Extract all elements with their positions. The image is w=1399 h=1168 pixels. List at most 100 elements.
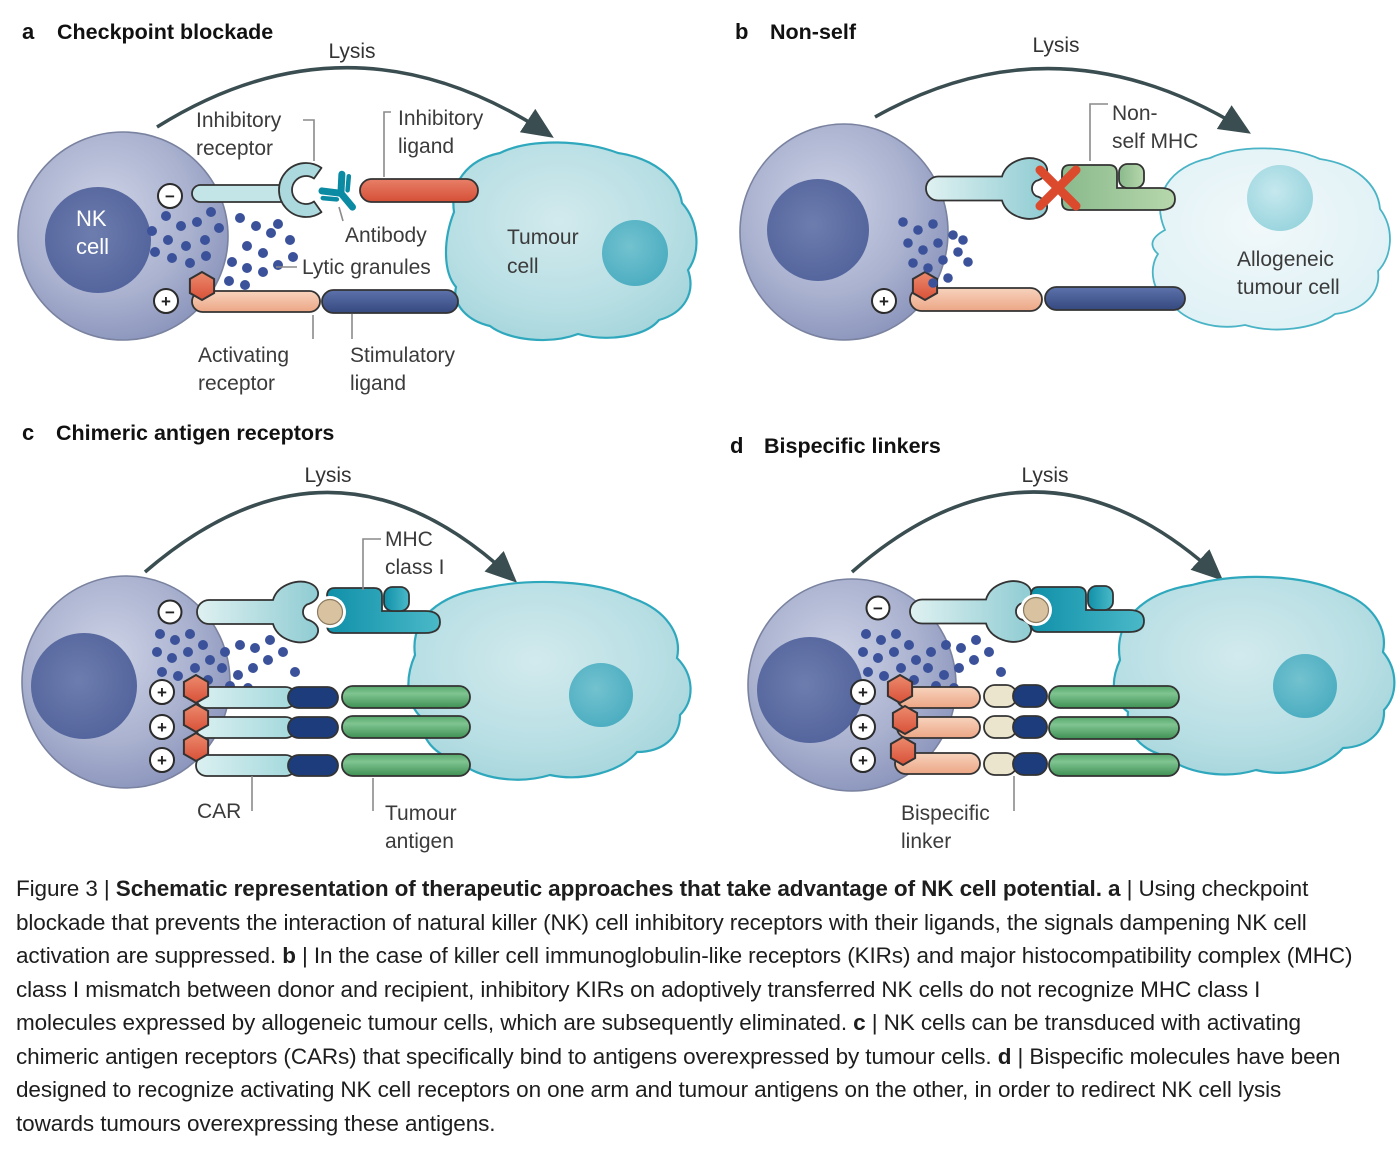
svg-text:ligand: ligand bbox=[398, 135, 454, 158]
activation-hexagon bbox=[889, 736, 917, 766]
stimulatory-ligand bbox=[1044, 286, 1186, 311]
non-self-mhc-label: Non- bbox=[1112, 102, 1158, 125]
activation-hexagon bbox=[188, 271, 216, 301]
leader-antibody bbox=[338, 206, 344, 222]
stimulatory-ligand bbox=[321, 289, 459, 314]
svg-text:cell: cell bbox=[76, 234, 109, 259]
panel-c-chimeric-antigen-receptors: + + + − MHC class I CAR Tumour antigen L… bbox=[21, 420, 692, 853]
panel-letter: a bbox=[22, 19, 35, 44]
lysis-label: Lysis bbox=[1021, 464, 1068, 487]
panel-a-checkpoint-blockade: NK cell − + Inhibitory receptor Inhibito… bbox=[17, 19, 698, 395]
tumour-cell bbox=[444, 141, 698, 342]
car-receptor bbox=[195, 716, 297, 739]
plus-badge bbox=[149, 714, 175, 740]
nk-cell bbox=[21, 575, 231, 789]
svg-text:+: + bbox=[157, 683, 167, 702]
svg-text:+: + bbox=[161, 292, 171, 311]
tumour-antigen bbox=[341, 715, 471, 739]
svg-text:linker: linker bbox=[901, 830, 951, 853]
svg-text:−: − bbox=[165, 187, 175, 206]
tumour-nucleus bbox=[1247, 165, 1313, 231]
svg-text:+: + bbox=[157, 718, 167, 737]
lysis-arrow bbox=[143, 490, 518, 583]
antibody-icon bbox=[318, 170, 356, 211]
lytic-granules bbox=[858, 629, 1006, 693]
tumour-nucleus bbox=[602, 220, 668, 286]
bispecific-row: + bbox=[850, 674, 1180, 709]
svg-text:ligand: ligand bbox=[350, 372, 406, 395]
svg-text:+: + bbox=[858, 751, 868, 770]
plus-badge bbox=[850, 714, 876, 740]
activating-receptor-label: Activating bbox=[198, 344, 289, 367]
svg-text:−: − bbox=[873, 599, 883, 618]
lytic-granules bbox=[152, 629, 300, 693]
panel-letter: c bbox=[22, 420, 34, 445]
panel-title: Bispecific linkers bbox=[764, 434, 941, 458]
plus-badge bbox=[149, 747, 175, 773]
nk-cell bbox=[739, 123, 949, 341]
peptide-circle bbox=[1020, 594, 1052, 626]
svg-text:+: + bbox=[157, 751, 167, 770]
panel-title: Checkpoint blockade bbox=[57, 20, 273, 44]
leader-inhibitory-ligand bbox=[383, 111, 391, 177]
plus-badge bbox=[149, 679, 175, 705]
blocked-interaction-x-icon bbox=[1035, 165, 1081, 211]
leader-non-self-mhc bbox=[1089, 103, 1108, 161]
mhc-class-i-label: MHC bbox=[385, 528, 433, 551]
bispecific-linker-cream bbox=[983, 752, 1018, 776]
antibody-label: Antibody bbox=[345, 224, 427, 247]
svg-text:tumour cell: tumour cell bbox=[1237, 276, 1340, 299]
svg-text:receptor: receptor bbox=[196, 137, 273, 160]
lysis-label: Lysis bbox=[304, 464, 351, 487]
panel-title: Chimeric antigen receptors bbox=[56, 421, 334, 445]
inhibitory-receptor-label: Inhibitory bbox=[196, 109, 282, 132]
tumour-antigen-label: Tumour bbox=[385, 802, 457, 825]
lytic-granules-label: Lytic granules bbox=[302, 256, 431, 279]
tumour-antigen bbox=[341, 753, 471, 777]
lysis-label: Lysis bbox=[328, 40, 375, 63]
panel-title: Non-self bbox=[770, 20, 857, 44]
car-receptor bbox=[195, 754, 297, 777]
lysis-arrow bbox=[874, 66, 1251, 134]
peptide-circle bbox=[314, 596, 346, 628]
car-receptor bbox=[195, 686, 297, 709]
receptor-crescent bbox=[278, 162, 323, 218]
bispecific-linker-cream bbox=[983, 684, 1018, 708]
lysis-arrow bbox=[850, 490, 1224, 581]
activation-hexagon bbox=[886, 674, 914, 704]
panel-letter: b bbox=[735, 19, 748, 44]
bispecific-linker-label: Bispecific bbox=[901, 802, 990, 825]
tumour-nucleus bbox=[1273, 654, 1337, 718]
svg-text:+: + bbox=[858, 683, 868, 702]
svg-text:antigen: antigen bbox=[385, 830, 454, 853]
tumour-cell-label: Tumour bbox=[507, 226, 579, 249]
car-row: + bbox=[149, 674, 471, 709]
plus-badge: + bbox=[871, 288, 897, 314]
tumour-nucleus bbox=[569, 663, 633, 727]
svg-text:cell: cell bbox=[507, 255, 539, 278]
activating-receptor bbox=[894, 752, 981, 775]
lysis-arrow bbox=[156, 65, 554, 138]
lytic-granules bbox=[147, 207, 298, 290]
nk-cell-label: NK bbox=[76, 206, 107, 231]
inhibitory-receptor bbox=[191, 162, 323, 218]
inhibitory-ligand-label: Inhibitory bbox=[398, 107, 484, 130]
activating-receptor bbox=[191, 290, 321, 313]
activation-hexagon bbox=[891, 705, 919, 735]
tumour-antigen bbox=[341, 685, 471, 709]
svg-text:+: + bbox=[879, 292, 889, 311]
car-binding-domain bbox=[287, 716, 339, 739]
leader-inhibitory-receptor bbox=[303, 119, 315, 161]
bispecific-linker-navy bbox=[1012, 752, 1048, 776]
plus-badge: + bbox=[153, 288, 179, 314]
inhibitory-ligand bbox=[359, 178, 479, 203]
panel-d-bispecific-linkers: + + + − Bispecific linker Lysis d Bispec… bbox=[730, 433, 1396, 853]
svg-text:class I: class I bbox=[385, 556, 445, 579]
nk-nucleus bbox=[767, 179, 869, 281]
figure-caption: Figure 3 | Schematic representation of t… bbox=[16, 876, 1353, 1136]
panel-b-non-self: + Non- self MHC Allogeneic tumour cell L… bbox=[735, 19, 1391, 341]
activating-receptor bbox=[909, 287, 1043, 312]
svg-text:self MHC: self MHC bbox=[1112, 130, 1198, 153]
leader-mhc-class-i bbox=[362, 538, 381, 590]
